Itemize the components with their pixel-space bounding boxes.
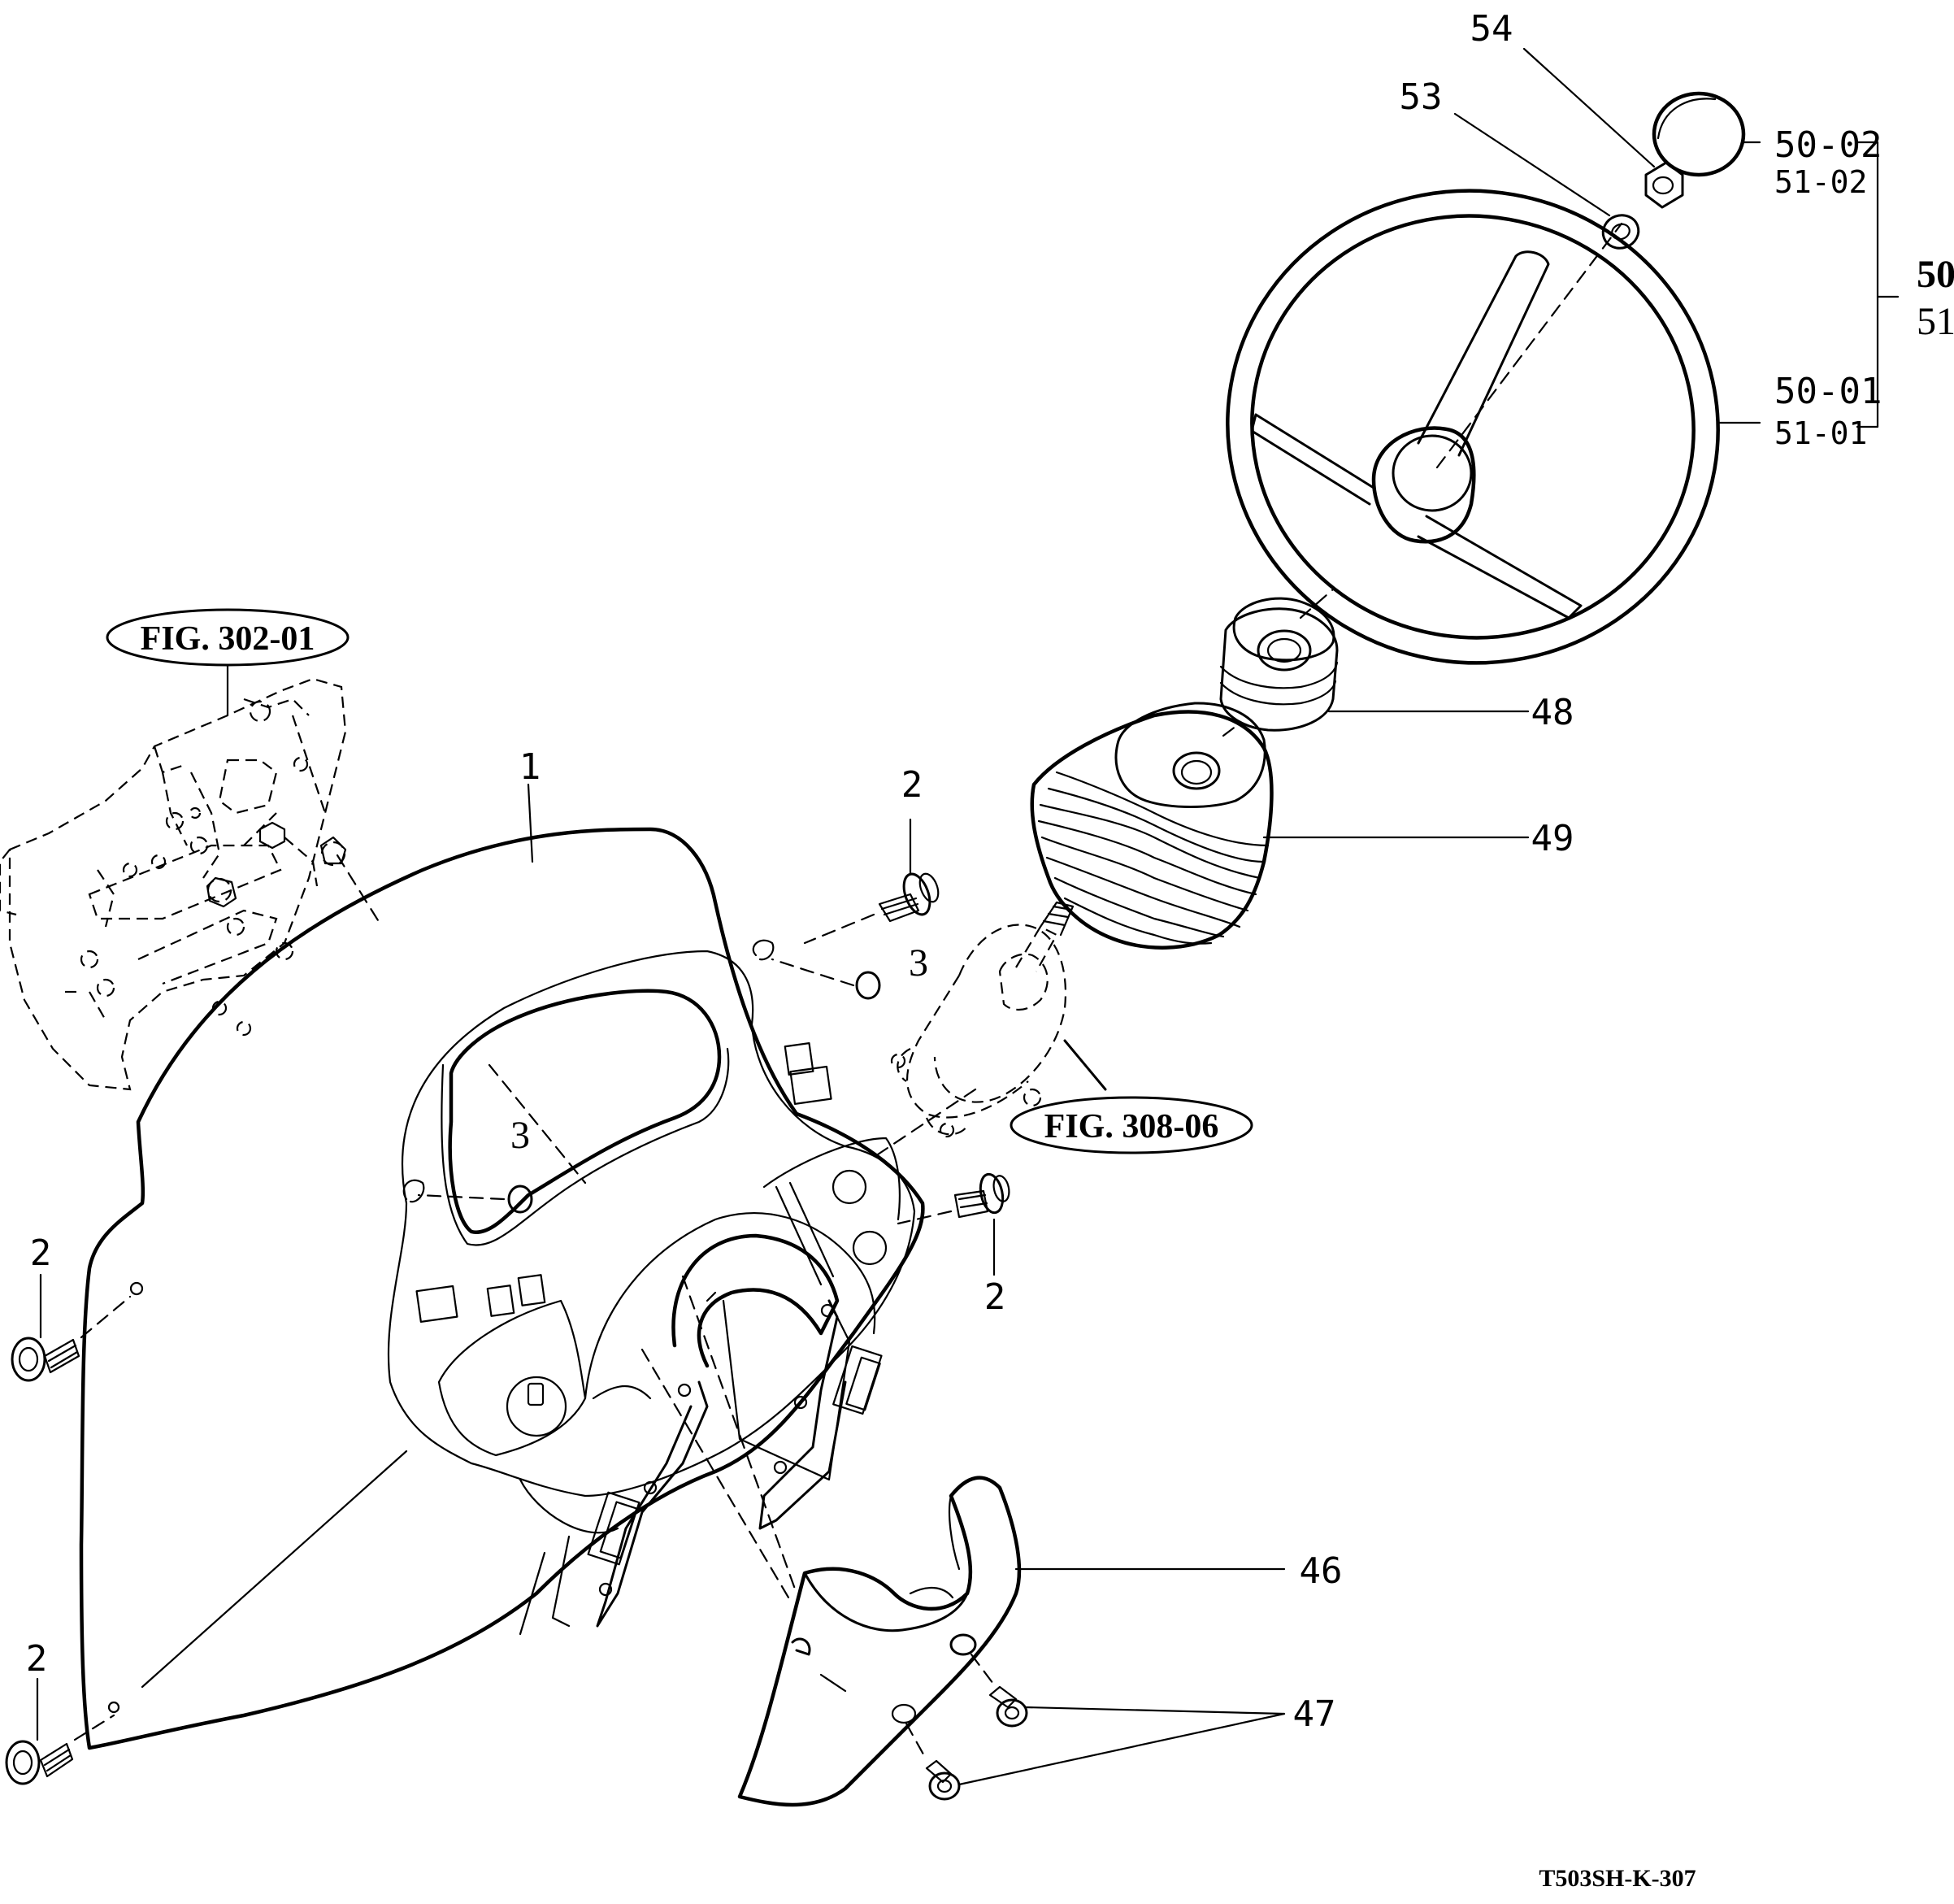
- callout-2-right: 2: [984, 1276, 1006, 1318]
- plug-3-upper: [855, 971, 881, 1000]
- dash-panel: [79, 827, 925, 1750]
- callout-2-bottom: 2: [26, 1638, 48, 1680]
- bolt-2-upper-axis: [803, 913, 875, 945]
- callout-1: 1: [519, 746, 541, 788]
- screw-47-upper: [988, 1685, 1028, 1728]
- wheel-cap: [1652, 91, 1746, 177]
- wheel-axis: [1435, 222, 1623, 469]
- steering-column-phantom: [890, 901, 1075, 1138]
- callout-50: 50: [1917, 253, 1954, 296]
- column-to-panel-axis: [876, 1088, 977, 1156]
- panel-centerline-a: [488, 1063, 587, 1185]
- fig-ref-302-01[interactable]: FIG. 302-01: [106, 608, 350, 667]
- callout-47-leader-a: [1024, 1706, 1286, 1715]
- washer-53: [1601, 214, 1640, 250]
- plug-3-upper-axis: [771, 958, 855, 987]
- callout-51: 51: [1917, 300, 1954, 343]
- bolt-2-bottom: [5, 1740, 74, 1785]
- callout-47: 47: [1293, 1693, 1336, 1735]
- callout-2-upper: 2: [901, 764, 923, 806]
- callout-48: 48: [1531, 692, 1574, 733]
- screw-47-upper-axis: [970, 1653, 997, 1689]
- fig-ref-308-06-label: FIG. 308-06: [1044, 1108, 1219, 1145]
- panel-centerline-b: [681, 1275, 798, 1595]
- callout-1-leader: [527, 783, 534, 863]
- fig-308-06-leader: [1063, 1039, 1107, 1091]
- bolt-2-right-axis: [897, 1210, 953, 1225]
- column-cover: [737, 1476, 1022, 1807]
- steering-wheel: [1226, 189, 1720, 665]
- callout-50-02: 50-02: [1774, 124, 1882, 166]
- phantom-frame-assembly: [0, 677, 347, 1091]
- column-bushing: [1219, 597, 1339, 732]
- drawing-code: T503SH-K-307: [1539, 1865, 1696, 1892]
- column-boot: [1030, 702, 1274, 950]
- screw-47-lower: [925, 1759, 961, 1801]
- callout-51-01: 51-01: [1774, 415, 1867, 451]
- steering-wheel-assembly-callout: 50-02 51-02 50-01 51-01 50 51: [1774, 124, 1954, 451]
- bolt-2-right: [953, 1172, 1010, 1219]
- column-axis-upper: [1299, 588, 1335, 619]
- callout-3-lower: 3: [510, 1114, 530, 1157]
- callout-51-02: 51-02: [1774, 164, 1867, 200]
- fig-ref-308-06[interactable]: FIG. 308-06: [1010, 1096, 1253, 1154]
- callout-54-leader: [1522, 47, 1656, 168]
- callout-46: 46: [1300, 1550, 1343, 1592]
- callout-53-leader: [1453, 112, 1611, 217]
- column-axis-mid: [1222, 722, 1241, 737]
- callout-47-leader-b: [957, 1712, 1286, 1786]
- fig-ref-302-01-label: FIG. 302-01: [141, 620, 315, 658]
- callout-3-upper: 3: [909, 941, 928, 985]
- plug-3-lower-axis: [417, 1193, 506, 1201]
- callout-2-left: 2: [30, 1232, 52, 1274]
- bolt-2-left: [11, 1337, 80, 1382]
- panel-centerline-c: [640, 1348, 790, 1599]
- callout-53: 53: [1400, 76, 1443, 118]
- callout-50-01: 50-01: [1774, 371, 1882, 412]
- panel-leader-lower: [141, 1450, 408, 1689]
- bolt-2-upper: [878, 872, 940, 923]
- screw-47-lower-axis: [905, 1722, 928, 1762]
- bolt-2-left-axis: [80, 1295, 132, 1339]
- bolt-2-bottom-axis: [73, 1714, 115, 1741]
- callout-49: 49: [1531, 818, 1574, 859]
- callout-54: 54: [1470, 8, 1513, 50]
- frame-centerline: [336, 854, 384, 928]
- plug-3-lower: [507, 1185, 533, 1214]
